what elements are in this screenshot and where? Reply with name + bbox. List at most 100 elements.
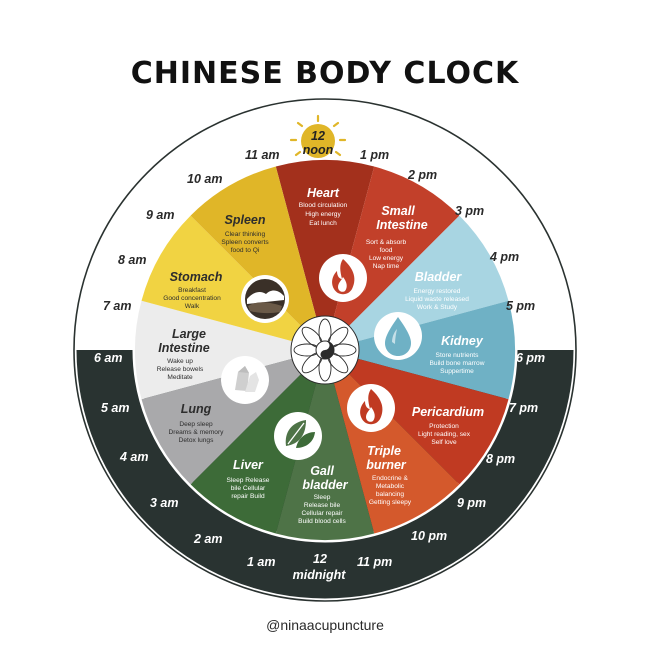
organ-name: Liver (233, 458, 264, 472)
organ-desc-line: Protection (429, 423, 459, 430)
wedge-gall-bladder (275, 350, 375, 540)
hour-2am: 2 am (193, 532, 223, 546)
organ-name: bladder (302, 478, 348, 492)
organ-desc-line: Breakfast (178, 287, 206, 294)
wedge-small-intestine (325, 166, 460, 350)
organ-desc-line: Light reading, sex (418, 431, 471, 438)
organ-desc-line: Blood circulation (299, 202, 348, 209)
hour-6am: 6 am (94, 351, 123, 365)
organ-desc-line: Work & Study (417, 304, 458, 311)
organ-desc-line: Sleep (314, 494, 331, 501)
organ-spleen: Spleen Clear thinking Spleen converts fo… (221, 213, 269, 254)
organ-name: Heart (307, 186, 340, 200)
hour-11pm: 11 pm (357, 555, 392, 569)
organ-pericardium: Pericardium Protection Light reading, se… (412, 405, 484, 446)
organ-name: Intestine (376, 218, 427, 232)
wedge-liver (190, 350, 325, 534)
hour-1am: 1 am (247, 555, 276, 569)
sun-icon (289, 114, 347, 158)
organ-desc-line: Eat lunch (309, 220, 337, 227)
organ-desc-line: Getting sleepy (369, 499, 412, 506)
organ-name: burner (366, 458, 407, 472)
organ-name: Kidney (441, 334, 484, 348)
organ-desc-line: Build bone marrow (430, 360, 485, 367)
organ-desc-line: Meditate (167, 374, 193, 381)
organ-desc-line: Energy restored (414, 288, 461, 295)
organ-desc-line: Spleen converts (221, 239, 269, 246)
organ-name: Small (381, 204, 415, 218)
organ-desc-line: Metabolic (376, 483, 405, 490)
organ-name: Gall (310, 464, 334, 478)
organ-bladder: Bladder Energy restored Liquid waste rel… (405, 270, 469, 311)
mountain-icon (241, 275, 289, 323)
wedge-heart (275, 160, 375, 350)
organ-name: Triple (367, 444, 401, 458)
page-title: CHINESE BODY CLOCK (130, 56, 520, 91)
wedge-pericardium (325, 350, 509, 485)
organ-desc-line: Dreams & memory (169, 429, 225, 436)
midnight-number: 12 (313, 552, 327, 566)
organ-name: Spleen (225, 213, 266, 227)
hour-3am: 3 am (150, 496, 179, 510)
hour-5am: 5 am (101, 401, 130, 415)
hour-8pm: 8 pm (486, 452, 515, 466)
hour-3pm: 3 pm (455, 204, 484, 218)
noon-word: noon (303, 143, 334, 157)
organ-desc-line: Nap time (373, 263, 400, 270)
organ-desc-line: Suppertime (440, 368, 474, 375)
hour-1pm: 1 pm (360, 148, 389, 162)
wedge-large-intestine (135, 300, 325, 400)
night-hour-labels: 6 pm 7 pm 8 pm 9 pm 10 pm 11 pm 1 am 2 a… (94, 351, 545, 569)
organ-name: Stomach (170, 270, 223, 284)
water-drop-icon (374, 312, 422, 360)
hour-7pm: 7 pm (509, 401, 538, 415)
crystals-icon (221, 356, 269, 404)
hour-4pm: 4 pm (489, 250, 519, 264)
organ-liver: Liver Sleep Release bile Cellular repair… (227, 458, 270, 500)
organ-desc-line: Release bile (304, 502, 341, 509)
hour-6pm: 6 pm (516, 351, 545, 365)
organ-desc-line: balancing (376, 491, 405, 498)
organ-stomach: Stomach Breakfast Good concentration Wal… (163, 270, 223, 310)
organ-desc-line: food to Qi (231, 247, 260, 254)
organ-desc-line: Cellular repair (301, 510, 343, 517)
organ-desc-line: Release bowels (157, 366, 204, 373)
organ-desc-line: Sleep Release (227, 477, 270, 484)
organ-desc-line: Walk (185, 303, 200, 310)
organ-desc-line: Wake up (167, 358, 193, 365)
organ-desc-line: High energy (305, 211, 341, 218)
organ-desc-line: Clear thinking (225, 231, 266, 238)
organ-desc-line: Build blood cells (298, 518, 346, 525)
organ-kidney: Kidney Store nutrients Build bone marrow… (430, 334, 485, 375)
organ-desc-line: Sort & absorb (366, 239, 407, 246)
wedge-lung (141, 350, 325, 485)
organ-desc-line: Self love (431, 439, 457, 446)
organ-large-intestine: Large Intestine Wake up Release bowels M… (157, 327, 210, 381)
hour-8am: 8 am (118, 253, 147, 267)
organ-desc-line: Low energy (369, 255, 404, 262)
organ-name: Intestine (158, 341, 209, 355)
wheel-border (132, 157, 518, 543)
day-hour-labels: 1 pm 2 pm 3 pm 4 pm 5 pm 11 am 10 am 9 a… (103, 148, 535, 313)
organ-desc-line: Good concentration (163, 295, 221, 302)
fire-icon (319, 254, 367, 302)
organ-triple-burner: Triple burner Endocrine & Metabolic bala… (366, 444, 412, 506)
hour-5pm: 5 pm (506, 299, 535, 313)
organ-desc-line: Store nutrients (436, 352, 480, 359)
organ-desc-line: bile Cellular (231, 485, 266, 492)
organ-gall-bladder: Gall bladder Sleep Release bile Cellular… (298, 464, 349, 525)
fire-icon (347, 384, 395, 432)
hour-4am: 4 am (119, 450, 149, 464)
organ-desc-line: food (380, 247, 393, 254)
hour-11am: 11 am (245, 148, 280, 162)
midnight-marker: 12 midnight (293, 552, 347, 588)
hour-10am: 10 am (187, 172, 222, 186)
leaves-icon (274, 412, 322, 460)
hour-7am: 7 am (103, 299, 132, 313)
hour-9am: 9 am (146, 208, 175, 222)
noon-number: 12 (311, 129, 325, 143)
organ-desc-line: repair Build (231, 493, 265, 500)
midnight-word: midnight (293, 568, 347, 582)
organ-desc-line: Liquid waste released (405, 296, 469, 303)
